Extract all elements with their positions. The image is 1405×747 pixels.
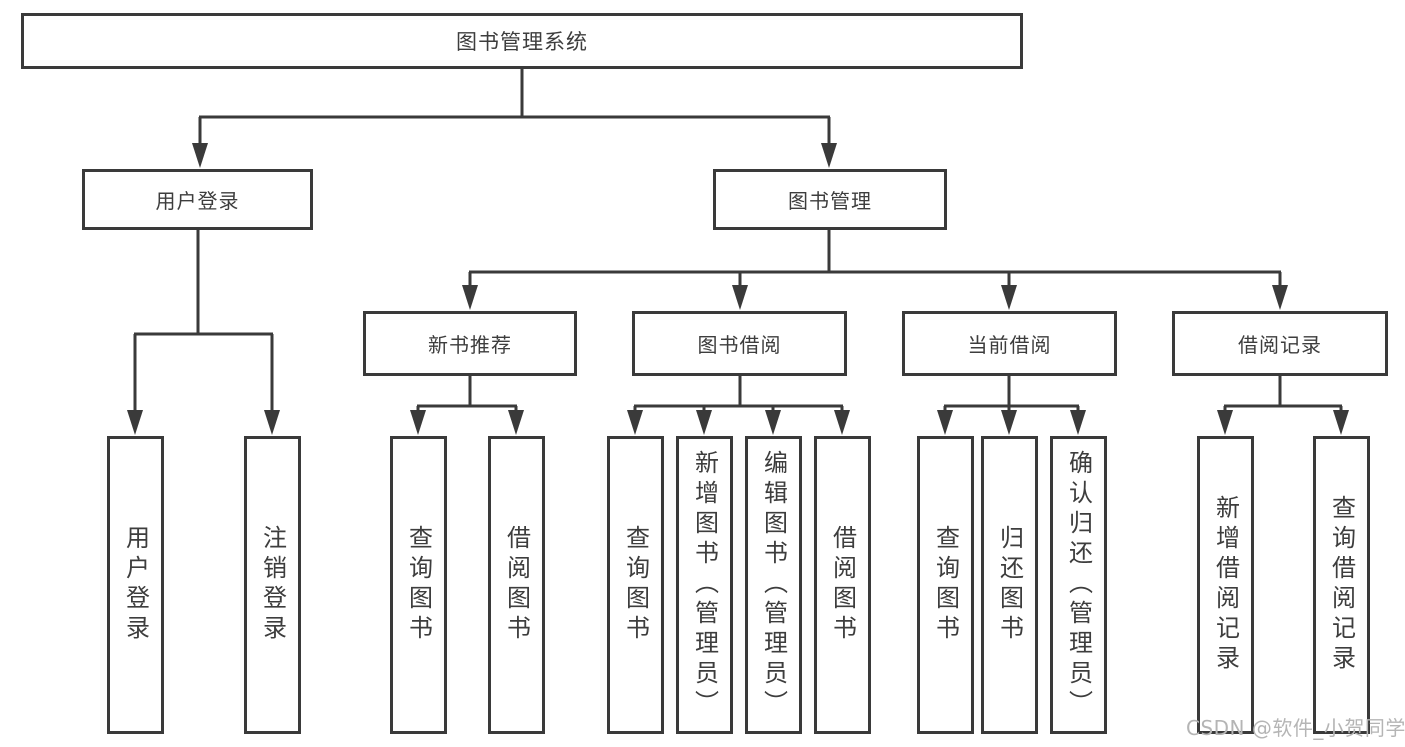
- arrowhead-icon: [834, 410, 850, 435]
- leaf-borrow-books-borrow: 借阅图书: [814, 436, 871, 734]
- leaf-query-books-recommend: 查询图书: [390, 436, 447, 734]
- node-root: 图书管理系统: [21, 13, 1023, 69]
- arrowhead-icon: [1272, 285, 1288, 310]
- arrowhead-icon: [1001, 410, 1017, 435]
- arrowhead-icon: [127, 410, 143, 435]
- watermark-text: CSDN @软件_小贺同学: [1186, 716, 1405, 740]
- arrowhead-icon: [410, 410, 426, 435]
- node-book-borrow: 图书借阅: [632, 311, 847, 376]
- arrowhead-icon: [1333, 410, 1349, 435]
- leaf-logout: 注销登录: [244, 436, 301, 734]
- arrowhead-icon: [1001, 285, 1017, 310]
- node-borrow-records: 借阅记录: [1172, 311, 1388, 376]
- node-current-borrow: 当前借阅: [902, 311, 1117, 376]
- leaf-query-books-borrow: 查询图书: [607, 436, 664, 734]
- arrowhead-icon: [696, 410, 712, 435]
- arrowhead-icon: [264, 410, 280, 435]
- node-new-book-recommend: 新书推荐: [363, 311, 577, 376]
- leaf-add-borrow-record: 新增借阅记录: [1197, 436, 1254, 734]
- arrowhead-icon: [508, 410, 524, 435]
- arrowhead-icon: [937, 410, 953, 435]
- arrowhead-icon: [627, 410, 643, 435]
- arrowhead-icon: [192, 143, 208, 168]
- arrowhead-icon: [765, 410, 781, 435]
- arrowhead-icon: [462, 285, 478, 310]
- leaf-edit-book-admin: 编辑图书（管理员）: [745, 436, 802, 734]
- arrowhead-icon: [732, 285, 748, 310]
- leaf-query-borrow-record: 查询借阅记录: [1313, 436, 1370, 734]
- arrowhead-icon: [1217, 410, 1233, 435]
- leaf-query-books-current: 查询图书: [917, 436, 974, 734]
- arrowhead-icon: [821, 143, 837, 168]
- leaf-confirm-return-admin: 确认归还（管理员）: [1050, 436, 1107, 734]
- leaf-add-book-admin: 新增图书（管理员）: [676, 436, 733, 734]
- node-user-login: 用户登录: [82, 169, 313, 230]
- arrowhead-icon: [1070, 410, 1086, 435]
- node-book-management: 图书管理: [713, 169, 947, 230]
- leaf-borrow-books-recommend: 借阅图书: [488, 436, 545, 734]
- leaf-user-login: 用户登录: [107, 436, 164, 734]
- leaf-return-book: 归还图书: [981, 436, 1038, 734]
